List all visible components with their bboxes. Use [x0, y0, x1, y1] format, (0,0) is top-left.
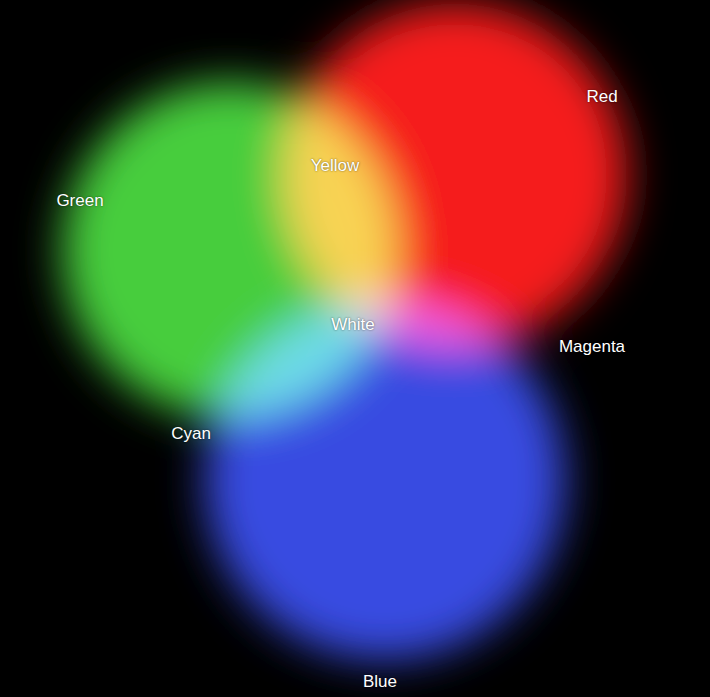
blue-light: [205, 300, 565, 660]
color-label: Yellow: [311, 156, 360, 176]
color-label: Cyan: [171, 424, 211, 444]
red-light: [283, 3, 627, 347]
color-label: Blue: [363, 672, 397, 692]
color-label: Red: [586, 87, 617, 107]
color-label: White: [331, 315, 374, 335]
color-label: Magenta: [559, 337, 625, 357]
color-label: Green: [56, 191, 103, 211]
